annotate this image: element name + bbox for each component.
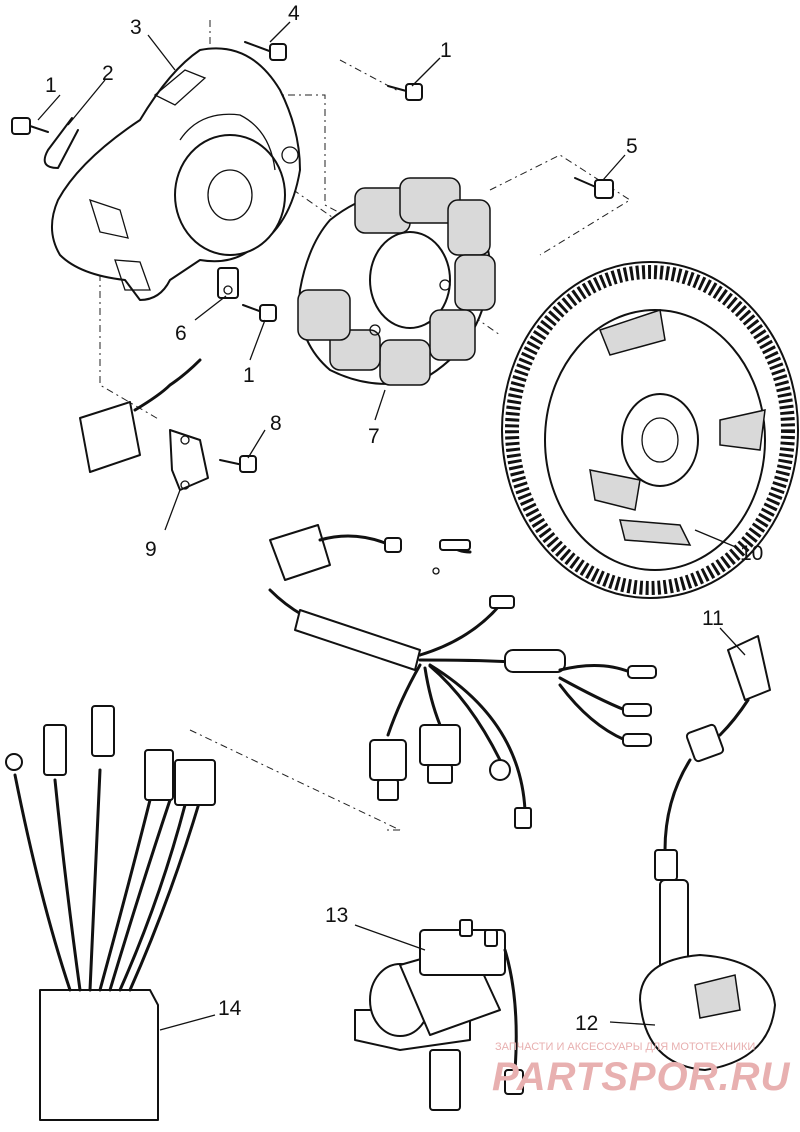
callout-labels: 1 2 3 4 1 5 6 1 7 8 9 10 11 12 13 14 [45, 2, 763, 1035]
bolt-lower [242, 304, 277, 322]
callout-2: 2 [102, 62, 114, 85]
callout-14: 14 [218, 997, 242, 1020]
callout-9: 9 [145, 538, 157, 561]
bracket-6 [217, 267, 239, 299]
stator-housing [51, 47, 301, 301]
leader-lines [37, 21, 746, 1031]
regulator [5, 705, 216, 1121]
wiring-harness [268, 524, 657, 829]
watermark-tagline: ЗАПЧАСТИ И АКСЕССУАРЫ ДЛЯ МОТОТЕХНИКИ [495, 1041, 755, 1053]
bolt-left [11, 117, 49, 135]
hairpin-clip [43, 117, 79, 169]
callout-12: 12 [575, 1012, 598, 1035]
callout-4: 4 [288, 2, 300, 25]
callout-10: 10 [740, 542, 763, 565]
callout-13: 13 [325, 904, 348, 927]
callout-1-lower: 1 [243, 364, 255, 387]
callout-6: 6 [175, 322, 187, 345]
ignition-coil [639, 635, 776, 1071]
flywheel [501, 261, 799, 599]
watermark: ЗАПЧАСТИ И АКСЕССУАРЫ ДЛЯ МОТОТЕХНИКИ PA… [492, 1041, 791, 1099]
callout-11: 11 [702, 607, 724, 630]
callout-3: 3 [130, 16, 142, 39]
bolt-8 [219, 455, 257, 473]
connector-9 [79, 358, 209, 491]
bolt-4 [244, 41, 287, 61]
stator-coil [297, 177, 496, 386]
callout-7: 7 [368, 425, 380, 448]
callout-1-left: 1 [45, 74, 57, 97]
callout-8: 8 [270, 412, 282, 435]
callout-1-top: 1 [440, 39, 452, 62]
bolt-top [387, 83, 423, 101]
starter-solenoid [354, 919, 524, 1111]
callout-5: 5 [626, 135, 638, 158]
bolt-5 [574, 177, 614, 199]
watermark-logo: PARTSPOR.RU [492, 1055, 791, 1099]
